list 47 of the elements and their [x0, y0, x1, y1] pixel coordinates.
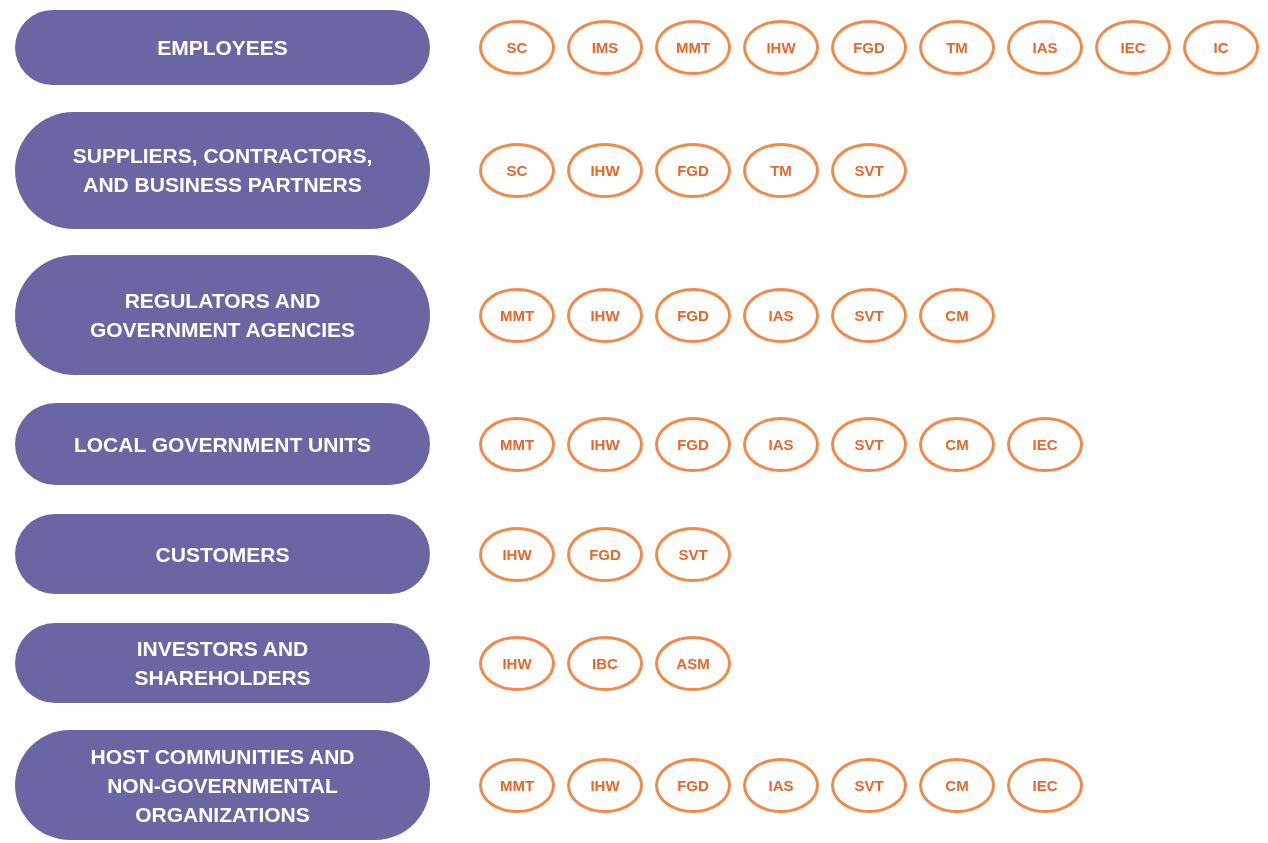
topic-oval: CM: [919, 288, 995, 343]
topic-oval: FGD: [655, 417, 731, 472]
topic-oval: IAS: [743, 417, 819, 472]
topic-oval: IHW: [743, 20, 819, 75]
topic-oval: ASM: [655, 636, 731, 691]
topic-oval: IEC: [1007, 758, 1083, 813]
topic-oval: SVT: [831, 417, 907, 472]
stakeholder-pill: REGULATORS AND GOVERNMENT AGENCIES: [15, 255, 430, 375]
topic-oval: TM: [919, 20, 995, 75]
topic-oval: IHW: [479, 636, 555, 691]
stakeholder-pill: LOCAL GOVERNMENT UNITS: [15, 403, 430, 485]
topic-oval: IBC: [567, 636, 643, 691]
topic-oval: IAS: [743, 758, 819, 813]
topic-oval: IEC: [1095, 20, 1171, 75]
topic-oval: IEC: [1007, 417, 1083, 472]
topic-oval: IHW: [479, 527, 555, 582]
topic-oval: MMT: [655, 20, 731, 75]
topic-oval: FGD: [831, 20, 907, 75]
topic-oval: CM: [919, 417, 995, 472]
topic-oval: IC: [1183, 20, 1259, 75]
topic-oval: SVT: [831, 758, 907, 813]
topic-oval: SVT: [831, 143, 907, 198]
stakeholder-pill: HOST COMMUNITIES AND NON-GOVERNMENTAL ORGANIZATIONS: [15, 730, 430, 840]
topic-oval: SVT: [655, 527, 731, 582]
stakeholder-pill: CUSTOMERS: [15, 514, 430, 594]
topic-oval: TM: [743, 143, 819, 198]
topic-oval: MMT: [479, 288, 555, 343]
topic-oval: FGD: [655, 758, 731, 813]
stakeholder-pill: EMPLOYEES: [15, 9, 430, 85]
topic-oval: IHW: [567, 143, 643, 198]
topic-oval: CM: [919, 758, 995, 813]
topic-oval: FGD: [567, 527, 643, 582]
topic-oval: IMS: [567, 20, 643, 75]
topic-oval: MMT: [479, 417, 555, 472]
topic-oval: FGD: [655, 143, 731, 198]
topic-oval: IHW: [567, 288, 643, 343]
topic-oval: IAS: [1007, 20, 1083, 75]
topic-oval: IHW: [567, 758, 643, 813]
topic-oval: MMT: [479, 758, 555, 813]
topic-oval: IAS: [743, 288, 819, 343]
topic-oval: FGD: [655, 288, 731, 343]
topic-oval: SC: [479, 143, 555, 198]
topic-oval: SC: [479, 20, 555, 75]
topic-oval: IHW: [567, 417, 643, 472]
stakeholder-pill: INVESTORS AND SHAREHOLDERS: [15, 623, 430, 703]
topic-oval: SVT: [831, 288, 907, 343]
stakeholder-pill: SUPPLIERS, CONTRACTORS, AND BUSINESS PARTNERS: [15, 111, 430, 229]
